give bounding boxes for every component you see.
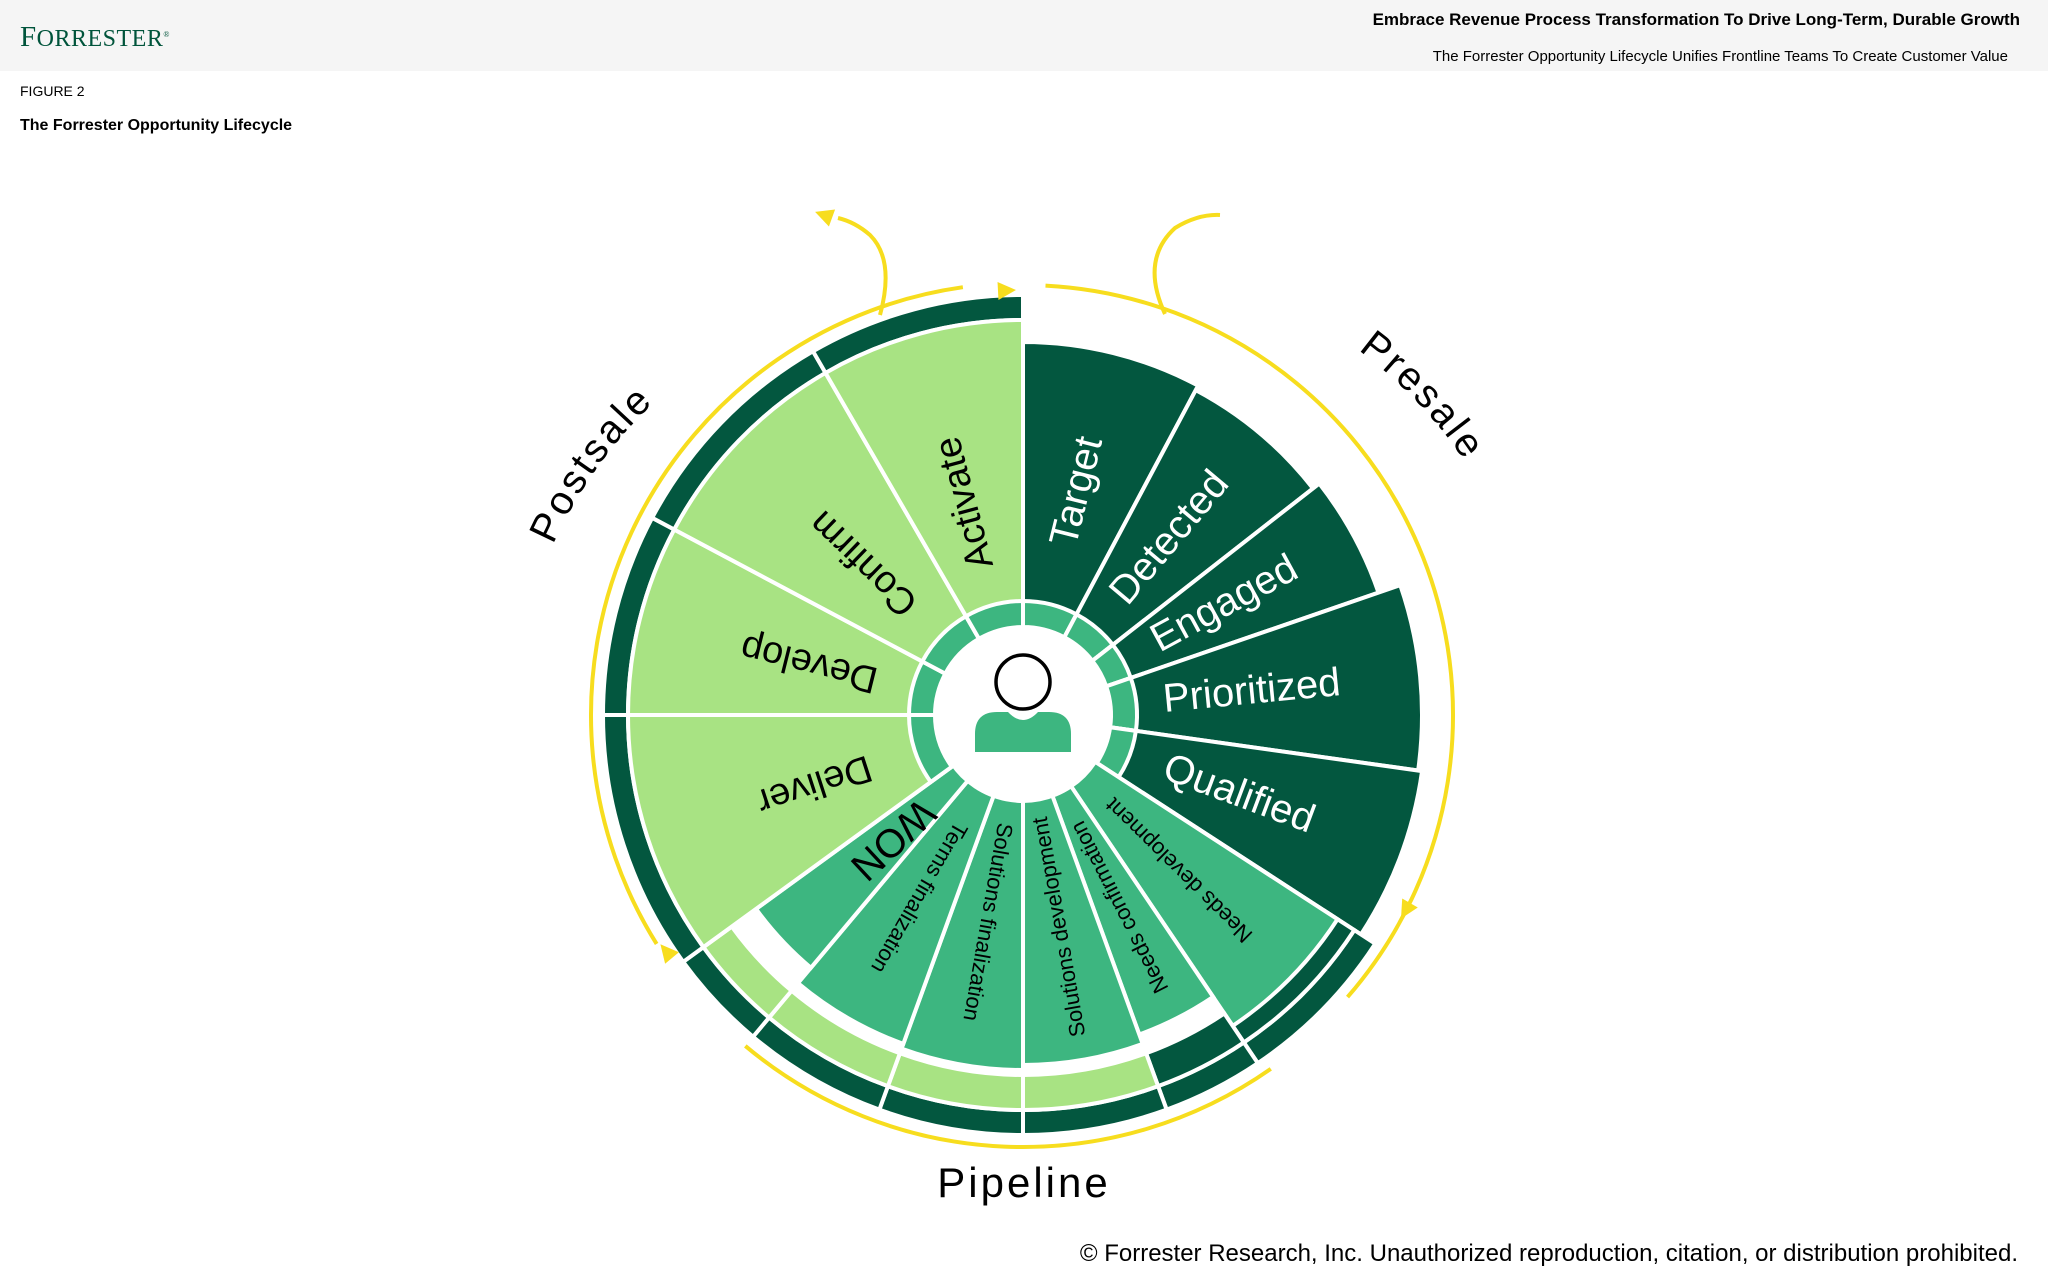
figure-title: The Forrester Opportunity Lifecycle xyxy=(20,117,293,134)
report-subtitle: The Forrester Opportunity Lifecycle Unif… xyxy=(1432,48,2008,65)
phase-label-presale: Presale xyxy=(1353,322,1495,468)
postsale-exit-arrowhead xyxy=(815,209,836,227)
report-title: Embrace Revenue Process Transformation T… xyxy=(1372,10,2020,29)
forrester-logo: FORRESTER® xyxy=(20,21,170,53)
presale-entry-curve xyxy=(1152,212,1221,315)
copyright-notice: © Forrester Research, Inc. Unauthorized … xyxy=(1079,1240,2018,1267)
postsale-exit-curve xyxy=(837,216,888,316)
postsale-arrow-arc xyxy=(589,285,964,945)
phase-label-postsale: Postsale xyxy=(521,376,661,548)
pipeline-arrow-arc xyxy=(744,1044,1272,1149)
inner-ring-segment xyxy=(1103,675,1139,734)
pipeline-arrowhead xyxy=(660,944,679,964)
report-header: FORRESTER® Embrace Revenue Process Trans… xyxy=(0,0,2048,71)
person-icon xyxy=(935,627,1111,803)
presale-arrowhead xyxy=(1401,898,1418,919)
postsale-arrowhead xyxy=(997,282,1016,300)
phase-label-pipeline: Pipeline xyxy=(937,1159,1110,1206)
presale-arrow-arc xyxy=(1045,283,1456,999)
figure-label: FIGURE 2 xyxy=(20,83,85,99)
